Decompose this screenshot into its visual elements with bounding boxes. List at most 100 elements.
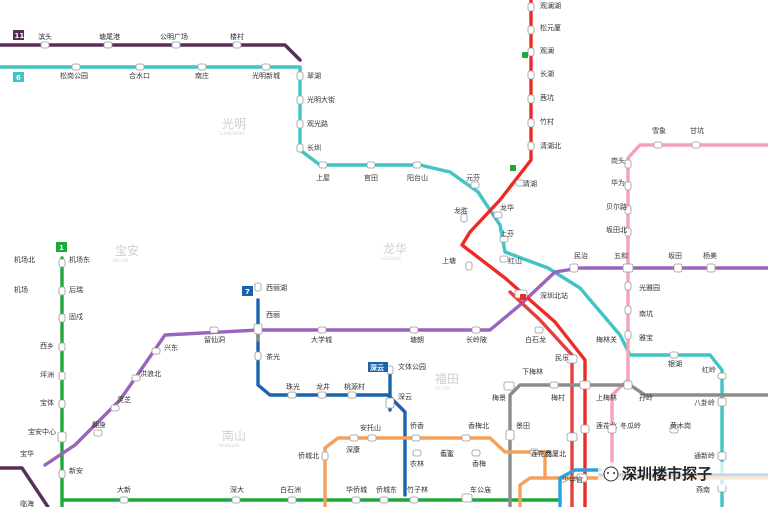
line-badge-7[interactable]: 7 <box>242 286 253 296</box>
station-s52[interactable]: 长岭陂 <box>466 326 487 344</box>
station-s94[interactable]: 华侨城 <box>346 485 367 504</box>
station-s88[interactable]: 车公庙 <box>461 485 491 503</box>
station-s13[interactable]: 上屋 <box>316 161 330 182</box>
station-s58[interactable]: 民治 <box>569 251 588 273</box>
station-s89[interactable]: 香蜜 <box>440 449 454 458</box>
station-s16[interactable]: 元芬 <box>466 173 480 189</box>
station-s10[interactable]: 光明大街 <box>296 95 335 105</box>
station-s101[interactable]: 甘坑 <box>690 126 704 149</box>
station-s44[interactable]: 洪浪北 <box>131 369 161 382</box>
station-s46[interactable]: 留仙洞 <box>204 326 225 344</box>
station-s70[interactable]: 孖岭 <box>623 380 653 402</box>
station-s40[interactable]: 临海 <box>20 499 34 507</box>
station-s86[interactable]: 香梅 <box>471 449 486 468</box>
station-s53[interactable]: 珠光 <box>286 382 300 399</box>
line-3-track[interactable] <box>460 0 587 507</box>
station-s97[interactable]: 大新 <box>117 485 131 504</box>
station-s69[interactable]: 上梅林 <box>579 380 617 402</box>
line-4-track[interactable] <box>508 290 574 507</box>
station-s76[interactable]: 岗厦北 <box>545 432 578 458</box>
station-s66[interactable]: 下梅林 <box>522 367 543 376</box>
station-s65[interactable]: 民乐 <box>555 353 578 364</box>
line-12-track[interactable] <box>323 436 547 507</box>
station-s27[interactable]: 茜坑 <box>527 93 554 104</box>
station-s87[interactable]: 农林 <box>410 449 424 468</box>
station-s33[interactable]: 后瑞 <box>58 285 83 296</box>
station-s72[interactable]: 南坑 <box>624 305 653 318</box>
station-s18[interactable]: 龙华 <box>493 203 514 219</box>
station-s17[interactable]: 龙胜 <box>454 206 468 223</box>
station-s99[interactable]: 白石洲 <box>280 485 301 504</box>
station-s12[interactable]: 长圳 <box>296 143 321 153</box>
station-s38[interactable]: 宝安中心 <box>28 427 67 443</box>
station-s83[interactable]: 莲花西 <box>529 448 552 458</box>
station-s6[interactable]: 合水口 <box>129 63 150 80</box>
station-s63[interactable]: 白石龙 <box>525 326 546 344</box>
station-s32[interactable]: 机场 <box>14 285 28 294</box>
line-11-track-south[interactable] <box>0 466 50 507</box>
station-s9[interactable]: 翠湖 <box>296 71 321 81</box>
station-s41[interactable]: 新安 <box>58 466 83 479</box>
station-s98[interactable]: 深大 <box>230 485 244 504</box>
station-s92[interactable]: 侨城北 <box>298 451 329 461</box>
station-s91[interactable]: 安托山 <box>360 423 381 442</box>
line-badge-11[interactable]: 11 <box>13 30 24 40</box>
station-s14[interactable]: 官田 <box>364 161 378 182</box>
station-s30[interactable]: 机场北 <box>14 255 35 264</box>
line-13-track[interactable] <box>558 468 602 507</box>
station-s39[interactable]: 宝华 <box>20 449 34 458</box>
station-s24[interactable]: 松元厦 <box>527 23 561 35</box>
station-s95[interactable]: 侨城东 <box>376 485 397 504</box>
station-s31[interactable]: 机场东 <box>58 255 90 268</box>
station-s29[interactable]: 清湖北 <box>527 141 561 151</box>
line-9-track-main[interactable] <box>508 383 768 507</box>
station-s42[interactable]: 翻身 <box>92 420 106 437</box>
station-s4[interactable]: 楼村 <box>230 32 244 49</box>
station-s102[interactable]: 岗头 <box>611 156 632 169</box>
station-s84[interactable]: 少年宫 <box>562 473 588 484</box>
station-s74[interactable]: 银湖 <box>668 351 682 368</box>
station-s82[interactable]: 景田 <box>505 422 530 441</box>
station-s71[interactable]: 雅宝 <box>624 330 653 342</box>
station-s57[interactable]: 深云 <box>385 392 412 409</box>
station-s100[interactable]: 雪象 <box>652 126 666 149</box>
station-s37[interactable]: 宝体 <box>40 398 66 409</box>
line-11-track[interactable] <box>0 43 302 62</box>
station-s23[interactable]: 观澜湖 <box>527 1 561 12</box>
tram-badge[interactable]: 深云 <box>368 362 388 372</box>
station-s77[interactable]: 莲花北 <box>580 421 617 434</box>
station-s104[interactable]: 贝尔路 <box>606 202 632 215</box>
station-s5[interactable]: 松岗公园 <box>60 63 88 80</box>
station-s78[interactable]: 冬瓜岭 <box>607 421 641 434</box>
station-s79[interactable]: 黄木岗 <box>669 421 691 434</box>
station-s36[interactable]: 坪洲 <box>40 371 66 381</box>
station-s19[interactable]: 上芬 <box>499 229 514 243</box>
station-s45[interactable]: 兴东 <box>151 343 178 355</box>
station-s20[interactable]: 上塘 <box>442 256 473 271</box>
station-s7[interactable]: 南庄 <box>195 63 209 80</box>
station-s90[interactable]: 侨香 <box>410 421 424 442</box>
station-s11[interactable]: 观光路 <box>296 119 328 129</box>
station-s56[interactable]: 文体公园 <box>386 362 426 375</box>
station-s34[interactable]: 固戍 <box>58 312 83 323</box>
station-s54[interactable]: 龙井 <box>316 382 330 399</box>
station-s55[interactable]: 桃源村 <box>344 382 365 399</box>
station-s93[interactable]: 深康 <box>346 434 360 454</box>
station-s107[interactable]: 红岭 <box>702 365 727 380</box>
station-s43[interactable]: 灵芝 <box>110 395 131 412</box>
station-s80[interactable]: 通新岭 <box>694 451 727 461</box>
station-s3[interactable]: 公明广场 <box>160 32 188 49</box>
station-s105[interactable]: 坂田北 <box>606 225 632 237</box>
station-s68[interactable]: 梅村 <box>549 381 565 402</box>
station-s35[interactable]: 西乡 <box>40 342 66 352</box>
station-s59[interactable]: 五和 <box>614 251 634 273</box>
line-badge-1[interactable]: 1 <box>56 242 67 252</box>
station-s22[interactable]: 清湖 <box>515 179 537 188</box>
station-s1[interactable]: 滨头 <box>38 32 52 49</box>
station-s103[interactable]: 华为 <box>611 178 632 191</box>
station-s60[interactable]: 坂田 <box>668 251 683 273</box>
station-s15[interactable]: 阳台山 <box>407 161 428 182</box>
station-s2[interactable]: 塘尾港 <box>99 32 120 49</box>
station-s28[interactable]: 竹村 <box>527 117 554 128</box>
